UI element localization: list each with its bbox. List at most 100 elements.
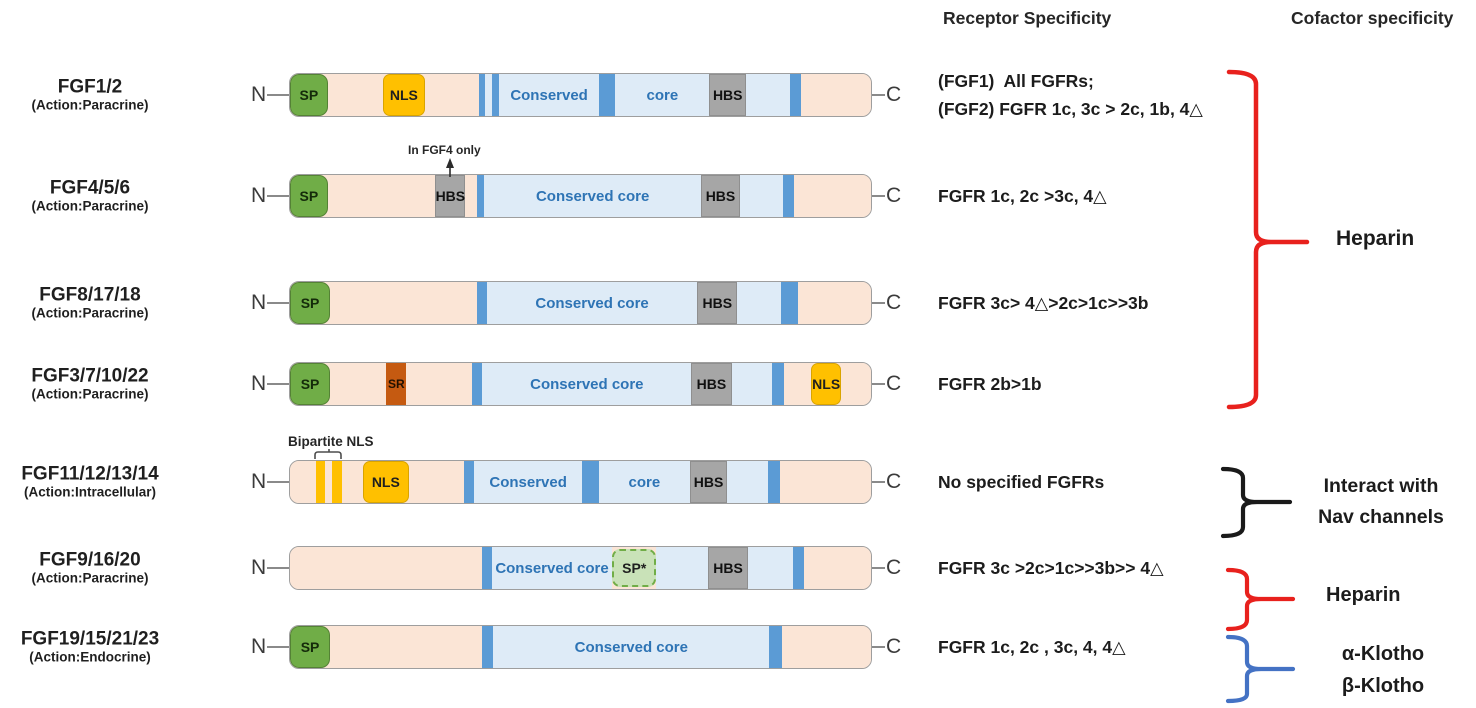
- sp-domain: SP: [290, 175, 328, 217]
- conserved-core-region: Conserved: [499, 74, 600, 116]
- blue-stripe: [782, 175, 795, 217]
- receptor-specificity-text: No specified FGFRs: [938, 468, 1104, 496]
- sp-domain: SP: [290, 74, 328, 116]
- light-blue-region: [656, 547, 709, 589]
- cofactor-specificity-header: Cofactor specificity: [1291, 8, 1454, 28]
- linker-region: [841, 363, 871, 405]
- c-terminus-label: C: [886, 291, 902, 314]
- n-terminus-label: N: [251, 556, 267, 579]
- n-terminus-label: N: [251, 635, 267, 658]
- cofactor-line: Nav channels: [1318, 506, 1444, 528]
- blue-stripe: [789, 74, 801, 116]
- linker-region: [290, 461, 317, 503]
- blue-stripe: [477, 282, 487, 324]
- linker-region: [797, 282, 871, 324]
- cofactor-klotho-label: α-Klotho β-Klotho: [1303, 638, 1463, 702]
- light-blue-region: [737, 282, 781, 324]
- sp-domain: SP: [290, 363, 331, 405]
- receptor-specificity-line: FGFR 2b>1b: [938, 374, 1042, 394]
- c-terminus-label: C: [886, 635, 902, 658]
- fgf-family-name: FGF9/16/20: [39, 549, 141, 571]
- blue-stripe: [768, 461, 780, 503]
- fgf-family-label: FGF3/7/10/22 (Action:Paracrine): [4, 366, 176, 403]
- linker-region: [325, 461, 333, 503]
- conserved-core-region: Conserved core: [486, 282, 698, 324]
- c-terminus-line: [872, 383, 885, 385]
- blue-stripe: [481, 547, 492, 589]
- receptor-specificity-line: FGFR 3c> 4△>2c>1c>>3b: [938, 293, 1149, 313]
- c-terminus-line: [872, 481, 885, 483]
- light-blue-region: [747, 547, 793, 589]
- sp-domain: SP: [290, 626, 331, 668]
- n-terminus-label: N: [251, 83, 267, 106]
- bipartite-nls-stripe: [316, 461, 326, 503]
- cofactor-heparin2-label: Heparin: [1326, 584, 1401, 606]
- linker-region: [327, 74, 383, 116]
- sr-domain: SR: [386, 363, 407, 405]
- conserved-core-region: Conserved: [474, 461, 583, 503]
- light-blue-region: [731, 363, 772, 405]
- blue-stripe: [771, 363, 785, 405]
- fgf-family-name: FGF4/5/6: [49, 177, 131, 199]
- blue-stripe: [477, 175, 485, 217]
- linker-region: [424, 74, 479, 116]
- in-fgf4-only-annotation: In FGF4 only: [408, 143, 481, 157]
- light-blue-region: [727, 461, 769, 503]
- hbs-domain: HBS: [691, 363, 732, 405]
- fgf-family-name: FGF1/2: [57, 76, 123, 98]
- receptor-specificity-line: (FGF1) All FGFRs;: [938, 71, 1094, 91]
- conserved-core-region: Conserved core: [484, 175, 702, 217]
- receptor-specificity-line: No specified FGFRs: [938, 472, 1105, 492]
- receptor-specificity-text: FGFR 3c >2c>1c>>3b>> 4△: [938, 554, 1164, 582]
- fgf-family-name: FGF19/15/21/23: [20, 628, 160, 650]
- conserved-core-region: Conserved core: [491, 547, 613, 589]
- bipartite-nls-bracket: [314, 449, 342, 459]
- n-terminus-line: [267, 481, 289, 483]
- receptor-specificity-text: FGFR 1c, 2c >3c, 4△: [938, 182, 1107, 210]
- fgf-family-name: FGF11/12/13/14: [21, 463, 159, 485]
- blue-stripe: [582, 461, 600, 503]
- fgf-family-label: FGF19/15/21/23 (Action:Endocrine): [4, 629, 176, 666]
- c-terminus-line: [872, 195, 885, 197]
- linker-region: [290, 547, 482, 589]
- bipartite-nls-stripe: [332, 461, 342, 503]
- hbs-domain: HBS: [701, 175, 740, 217]
- linker-region: [406, 363, 473, 405]
- blue-stripe: [464, 461, 475, 503]
- n-terminus-label: N: [251, 372, 267, 395]
- light-blue-region: [485, 74, 492, 116]
- linker-region: [779, 461, 871, 503]
- fgf-family-name: FGF3/7/10/22: [31, 365, 149, 387]
- linker-region: [330, 363, 387, 405]
- blue-stripe: [599, 74, 616, 116]
- linker-region: [327, 175, 436, 217]
- c-terminus-line: [872, 567, 885, 569]
- c-terminus-label: C: [886, 372, 902, 395]
- fgf-action-label: (Action:Endocrine): [29, 649, 151, 665]
- blue-stripe: [769, 626, 783, 668]
- nls-domain: NLS: [362, 461, 410, 503]
- linker-region: [465, 175, 478, 217]
- fgf-family-label: FGF1/2 (Action:Paracrine): [4, 77, 176, 114]
- fgf-action-label: (Action:Paracrine): [31, 305, 149, 321]
- conserved-core-region: core: [599, 461, 690, 503]
- hbs-domain: HBS: [435, 175, 466, 217]
- fgf-action-label: (Action:Paracrine): [31, 386, 149, 402]
- fgf-family-label: FGF4/5/6 (Action:Paracrine): [4, 178, 176, 215]
- n-terminus-line: [267, 195, 289, 197]
- hbs-domain: HBS: [689, 461, 728, 503]
- sp-star-domain: SP*: [612, 549, 656, 587]
- receptor-specificity-text: FGFR 2b>1b: [938, 370, 1042, 398]
- n-terminus-line: [267, 94, 289, 96]
- c-terminus-label: C: [886, 556, 902, 579]
- linker-region: [330, 282, 478, 324]
- receptor-specificity-line: (FGF2) FGFR 1c, 3c > 2c, 1b, 4△: [938, 99, 1203, 119]
- c-terminus-label: C: [886, 184, 902, 207]
- receptor-specificity-text: FGFR 1c, 2c , 3c, 4, 4△: [938, 633, 1126, 661]
